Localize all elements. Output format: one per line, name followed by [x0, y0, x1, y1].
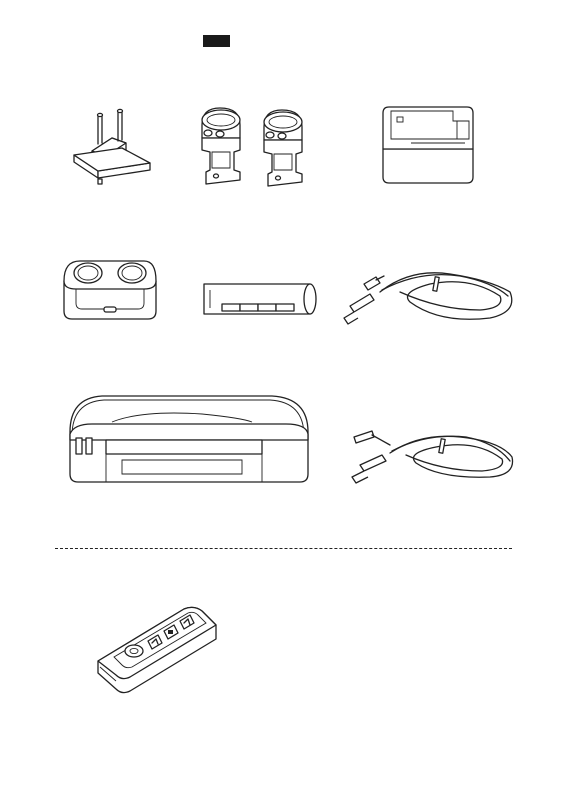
usb-cable-icon — [340, 262, 520, 337]
power-adapter-icon — [375, 103, 485, 188]
battery-pack-icon — [200, 278, 320, 320]
remote-control-icon — [90, 603, 225, 698]
usb-cable-icon — [340, 425, 520, 495]
section-divider — [55, 548, 512, 549]
battery-charger-icon — [58, 255, 163, 325]
label-box — [203, 35, 230, 47]
scope-ring-mounts-icon — [190, 100, 330, 190]
eu-plug-adapter-icon — [68, 103, 153, 188]
carrying-case-icon — [62, 390, 312, 488]
